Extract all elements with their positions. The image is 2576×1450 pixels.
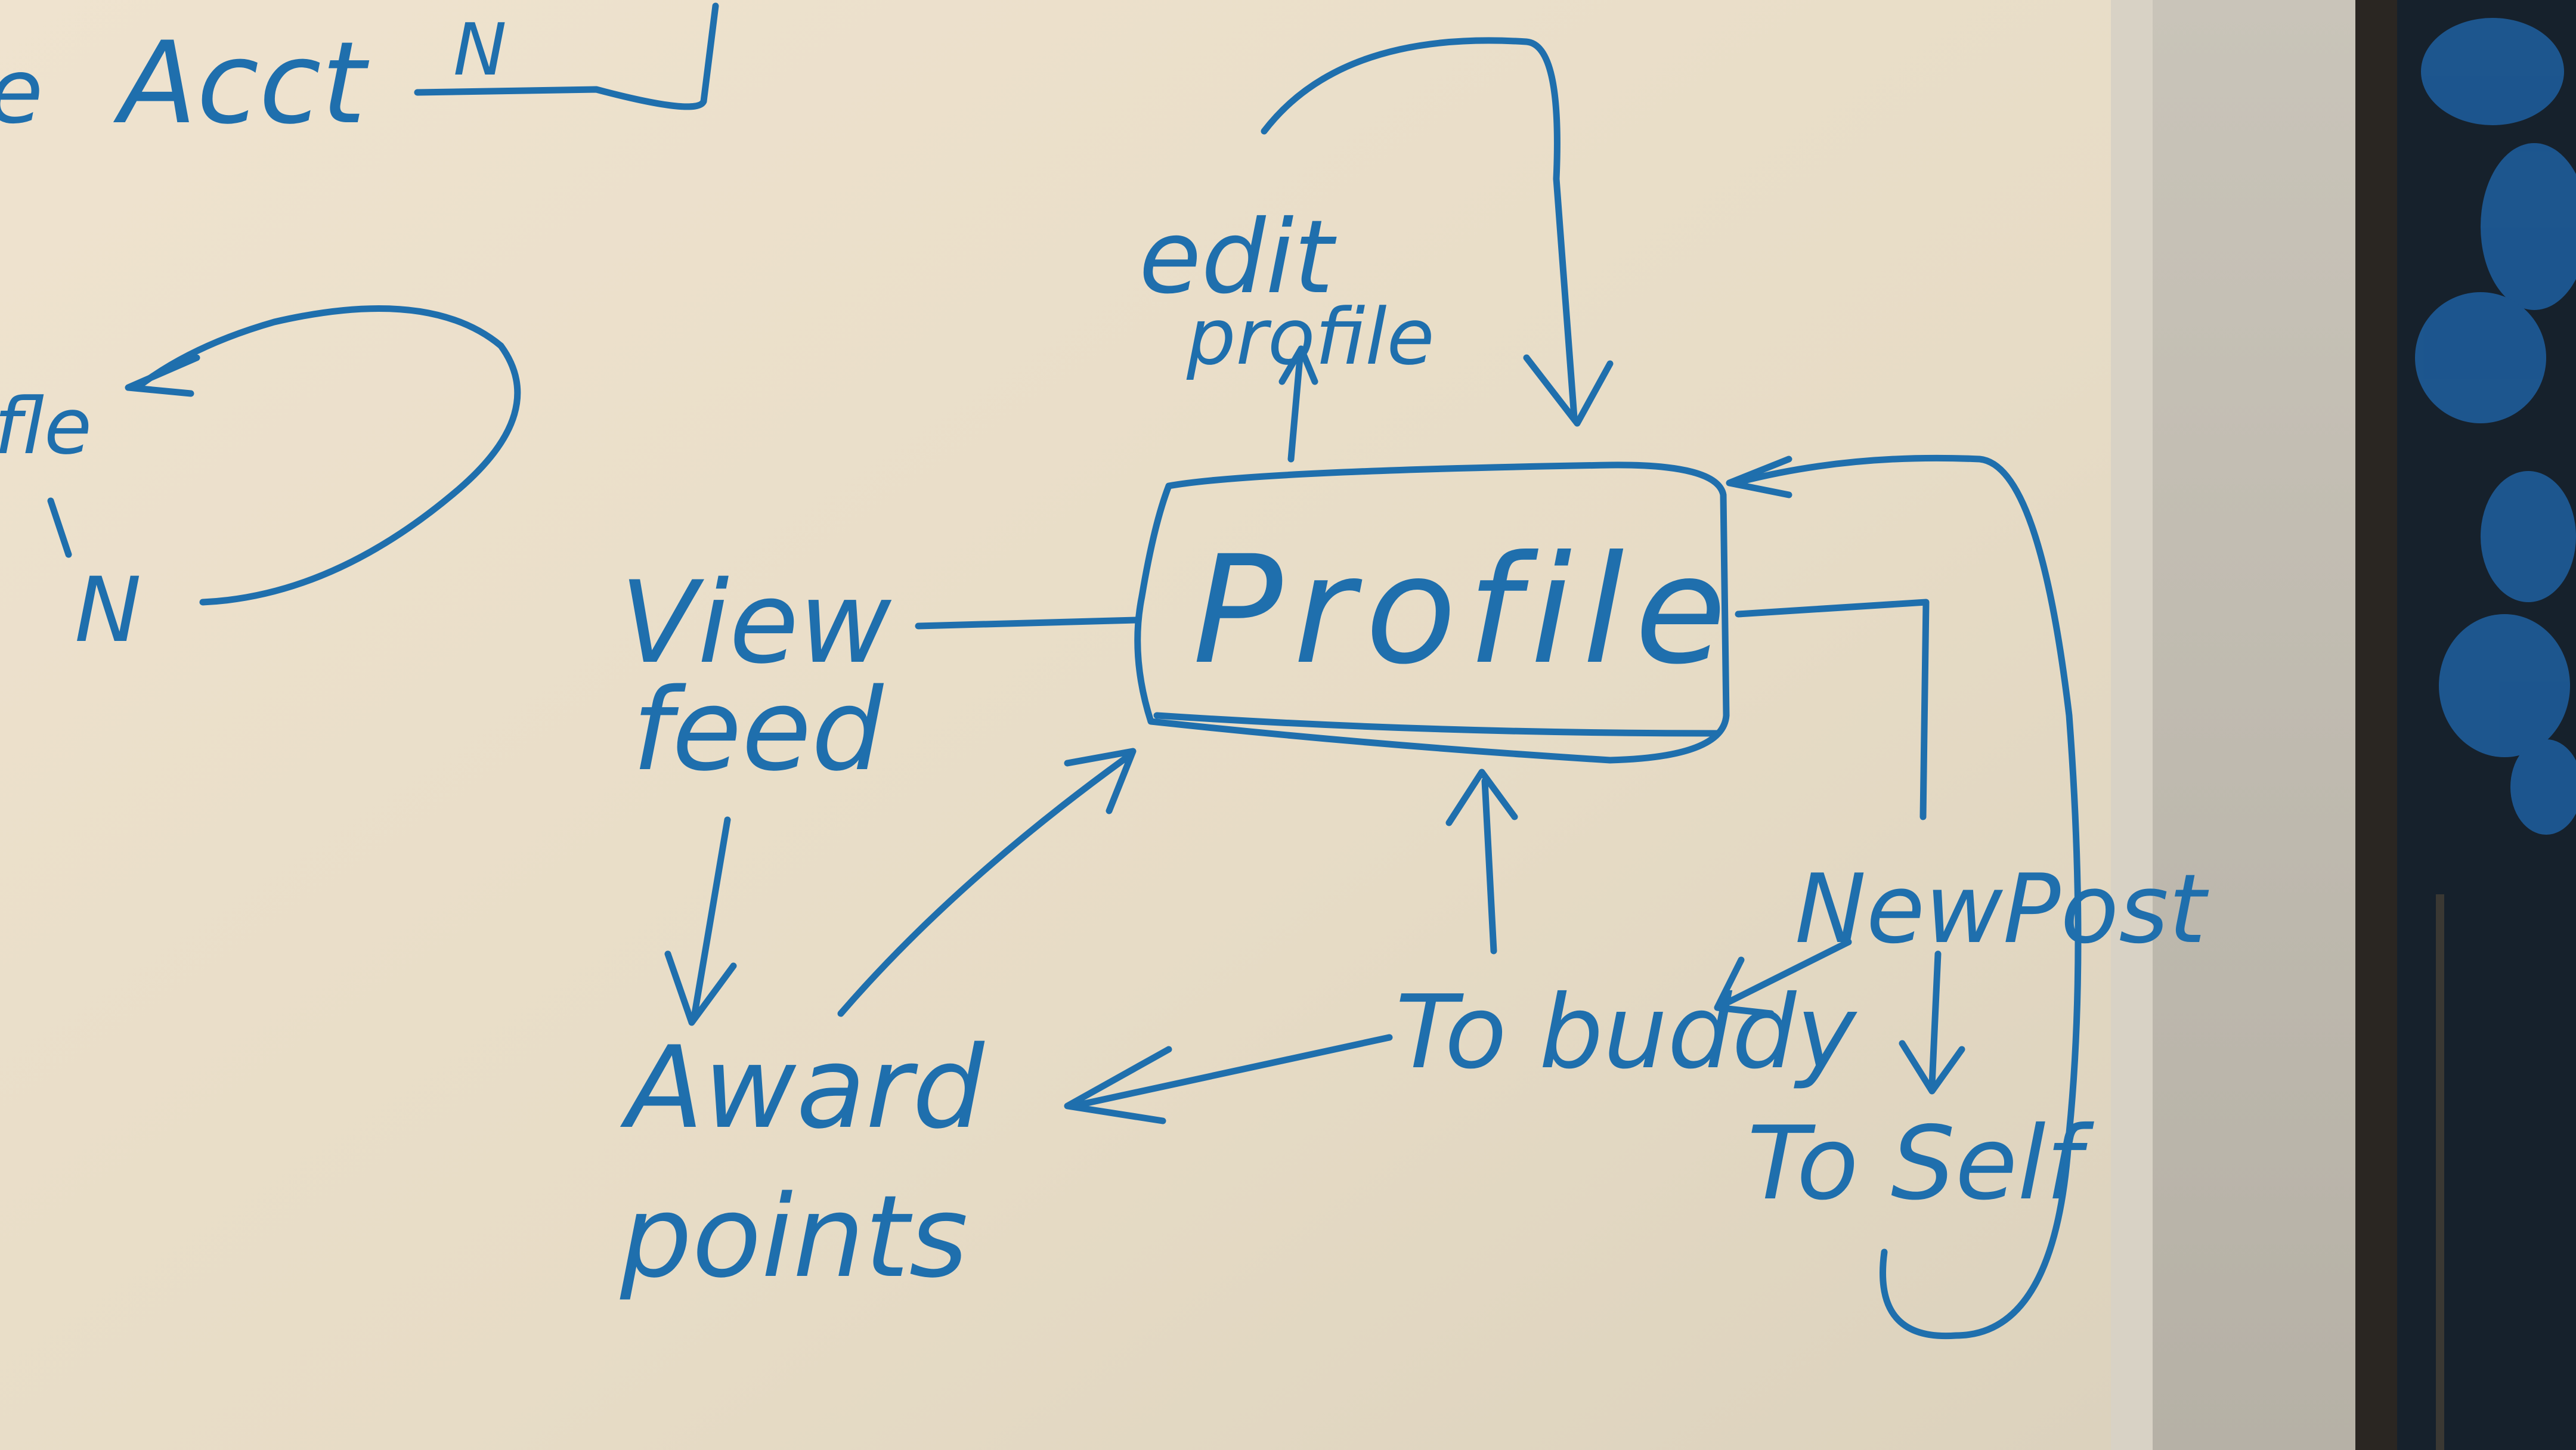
node-profile: Profile bbox=[1193, 523, 1737, 697]
line-viewfeed-to-profile bbox=[915, 616, 1140, 630]
arrow-buddy-to-profile-head bbox=[1445, 769, 1518, 826]
arrow-profile-to-edit-head bbox=[1278, 345, 1318, 385]
fragment-n-top: N bbox=[453, 9, 507, 92]
fragment-n-left: N bbox=[75, 559, 141, 662]
node-award-points-line1: Award bbox=[620, 1022, 985, 1154]
board-edge bbox=[2111, 0, 2153, 1450]
node-to-buddy: To buddy bbox=[1395, 974, 1857, 1092]
arrow-buddy-to-award bbox=[1070, 1034, 1393, 1110]
arrow-newpost-to-buddy-head bbox=[1714, 956, 1775, 1017]
window-frame bbox=[2355, 0, 2397, 1450]
arrow-edit-to-profile bbox=[1261, 37, 1578, 421]
board-surface bbox=[0, 0, 2111, 1450]
arrow-newpost-to-buddy bbox=[1726, 938, 1852, 1005]
fragment-loop-arrowhead bbox=[125, 354, 200, 397]
arrow-profile-to-edit bbox=[1287, 354, 1304, 463]
node-award-points-line2: points bbox=[620, 1171, 968, 1303]
node-new-post: NewPost bbox=[1795, 853, 2209, 965]
arrow-edit-to-profile-head bbox=[1523, 354, 1614, 427]
arrow-buddy-to-award-head bbox=[1064, 1046, 1172, 1124]
arrow-award-to-profile bbox=[837, 754, 1131, 1017]
node-view-feed-line2: feed bbox=[632, 664, 884, 796]
profile-box-inner-line bbox=[1153, 712, 1721, 737]
arrow-self-to-profile-head bbox=[1726, 456, 1792, 498]
line-profile-to-newpost bbox=[1735, 599, 1930, 820]
arrow-newpost-to-self bbox=[1928, 950, 1942, 1089]
wall bbox=[2153, 0, 2355, 1450]
fragment-fle: fle bbox=[0, 381, 92, 472]
fragment-loop bbox=[134, 305, 521, 606]
window-mullion bbox=[2436, 894, 2444, 1450]
node-view-feed-line1: View bbox=[620, 557, 892, 689]
node-to-self: To Self bbox=[1747, 1105, 2095, 1223]
arrow-viewfeed-to-award bbox=[691, 816, 731, 1017]
profile-box bbox=[1134, 461, 1730, 764]
arrow-self-to-profile bbox=[1732, 454, 2082, 1340]
fragment-tick bbox=[47, 497, 72, 558]
window-reflections bbox=[2415, 18, 2576, 835]
fragment-acct: Acct bbox=[113, 17, 370, 149]
arrow-viewfeed-to-award-head bbox=[664, 950, 737, 1026]
fragment-underline-connector bbox=[414, 2, 719, 110]
fragment-e: e bbox=[0, 40, 43, 144]
arrow-award-to-profile-head bbox=[1064, 748, 1137, 814]
node-edit-profile-line1: edit bbox=[1139, 199, 1337, 317]
arrow-newpost-to-self-head bbox=[1899, 1040, 1965, 1095]
arrow-buddy-to-profile bbox=[1481, 777, 1497, 955]
